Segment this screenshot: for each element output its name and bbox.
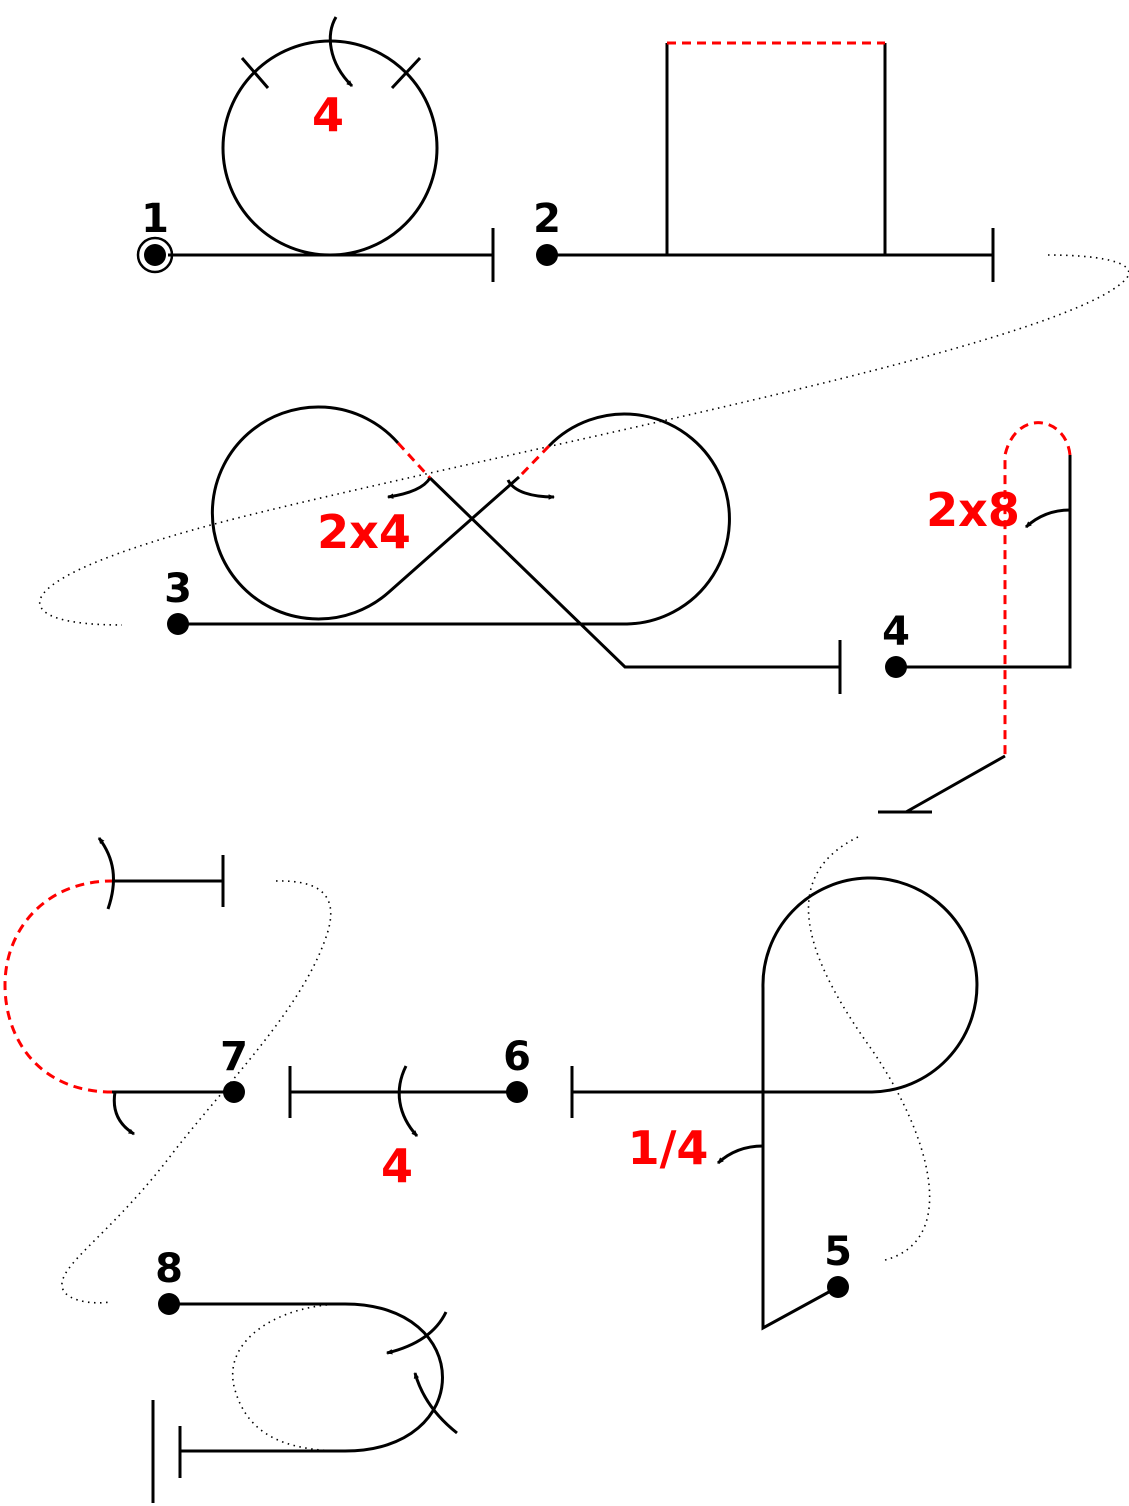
figure-number: 8 (155, 1246, 183, 1292)
roll-arrow-icon (1024, 508, 1071, 529)
connector-turnaround (61, 880, 332, 1304)
roll-count: 4 (312, 88, 344, 142)
roll-arrow-icon (385, 1311, 448, 1355)
figure-4-vertical: 4 2x8 (878, 421, 1072, 814)
connector-turnaround (232, 1303, 346, 1452)
flight-path (547, 43, 995, 282)
hammerhead-dashed (1003, 421, 1072, 756)
figure-3-cuban-eight: 3 2x4 (164, 405, 842, 694)
connector-turnaround (39, 254, 1129, 626)
flight-path (112, 855, 234, 1094)
entry-dot (144, 244, 166, 266)
flight-path (178, 405, 842, 694)
roll-arrow-icon (506, 479, 556, 500)
figure-1-loop: 1 4 (136, 16, 495, 282)
flight-path (288, 1066, 517, 1118)
roll-count: 4 (381, 1139, 413, 1193)
exit-line (878, 754, 1006, 814)
figure-number: 5 (824, 1229, 852, 1275)
figure-number: 6 (503, 1034, 531, 1080)
roll-arrow-icon (328, 16, 354, 88)
flight-path (896, 455, 1072, 669)
roll-count: 2x8 (926, 483, 1020, 537)
loop-tick-marks (240, 56, 422, 90)
half-loop-dashed (3, 879, 113, 1094)
roll-arrow-icon (386, 477, 432, 499)
figure-8-half-loop: 8 (151, 1246, 458, 1503)
flight-path (151, 1302, 444, 1503)
figure-number: 7 (220, 1034, 248, 1080)
roll-arrow-icon (97, 837, 115, 910)
connector-turnaround (807, 836, 931, 1261)
flight-path (570, 876, 979, 1331)
roll-count: 2x4 (317, 505, 411, 559)
roll-count: 1/4 (628, 1121, 709, 1175)
roll-arrow-icon (397, 1065, 419, 1138)
roll-arrow-icon (413, 1371, 458, 1435)
figure-number: 3 (164, 566, 192, 612)
figure-number: 2 (533, 196, 561, 242)
roll-arrow-icon (716, 1144, 764, 1165)
figure-6-horizontal-roll: 6 4 (288, 1034, 531, 1193)
figure-number: 4 (882, 609, 910, 655)
figure-7-half-loop: 7 (3, 837, 248, 1136)
roll-arrow-icon (112, 1091, 135, 1136)
figure-number: 1 (141, 196, 169, 242)
figure-2-square: 2 (533, 41, 995, 282)
figure-5-p-loop: 5 1/4 (570, 876, 979, 1331)
roll-segment-dashed (396, 441, 551, 480)
